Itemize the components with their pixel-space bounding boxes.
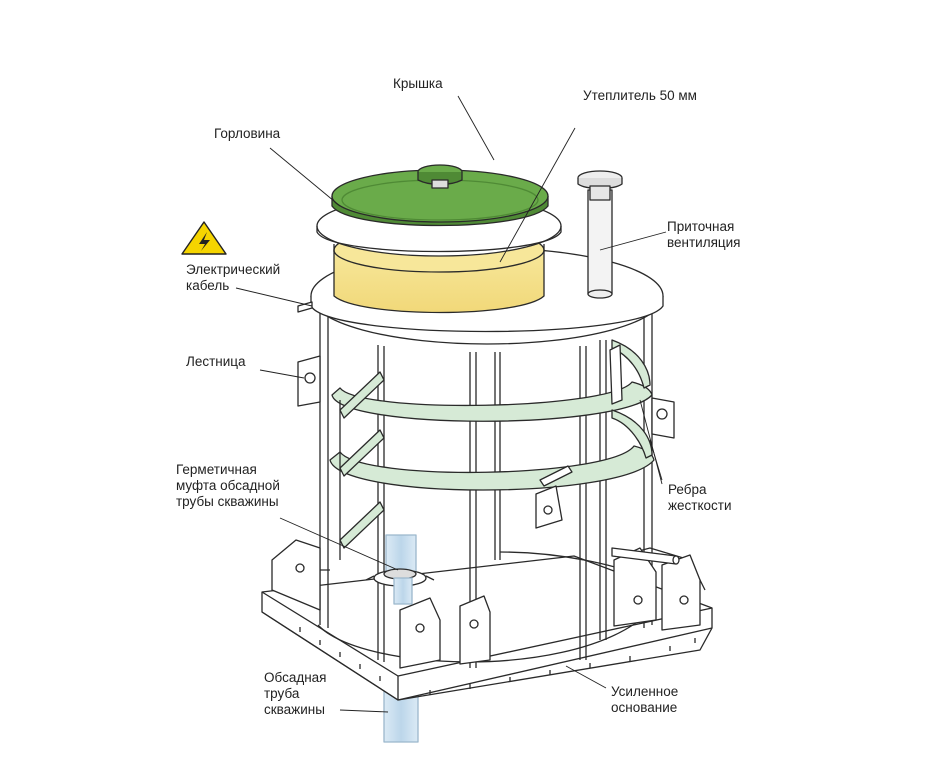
lifting-lugs <box>297 344 675 439</box>
label-neck: Горловина <box>214 126 281 141</box>
ventilation-pipe <box>577 170 623 299</box>
casing-coupling <box>365 534 435 605</box>
label-insulation: Утеплитель 50 мм <box>583 88 697 103</box>
label-ribs: Ребра жесткости <box>668 482 732 513</box>
high-voltage-warning-icon <box>181 221 227 255</box>
label-cable: Электрический кабель <box>186 262 281 293</box>
leader-lines <box>235 95 667 713</box>
base-gussets <box>271 485 701 669</box>
label-ladder: Лестница <box>186 354 246 369</box>
ladder <box>339 371 385 560</box>
label-coupling: Герметичная муфта обсадной трубы скважин… <box>176 462 280 509</box>
stiffening-rings <box>329 339 655 491</box>
cable-entry <box>297 301 313 313</box>
label-lid: Крышка <box>393 76 443 91</box>
label-casing: Обсадная труба скважины <box>264 670 327 717</box>
label-base: Усиленное основание <box>611 684 679 715</box>
green-lid <box>331 164 549 227</box>
label-vent: Приточная вентиляция <box>667 219 741 250</box>
